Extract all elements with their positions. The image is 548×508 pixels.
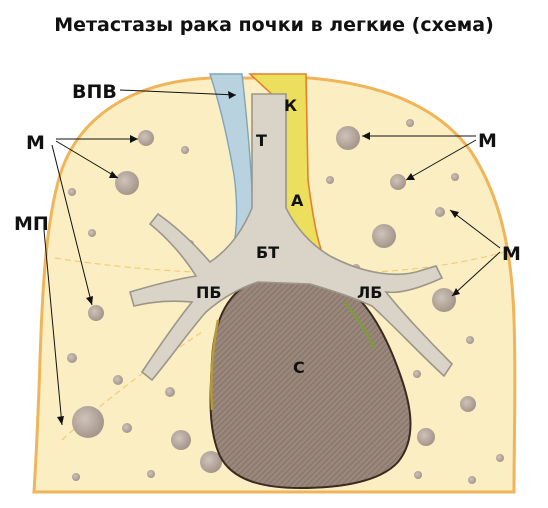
metastasis	[460, 396, 476, 412]
label-mp: МП	[14, 213, 49, 235]
label-m-left: М	[26, 132, 45, 154]
label-bt: БТ	[256, 243, 279, 262]
metastasis	[88, 229, 96, 237]
metastasis	[72, 473, 80, 481]
metastasis	[122, 423, 132, 433]
metastasis	[336, 126, 360, 150]
metastasis	[466, 336, 474, 344]
metastasis	[406, 119, 414, 127]
metastasis	[435, 207, 445, 217]
metastasis	[68, 188, 76, 196]
metastasis	[414, 471, 422, 479]
leader-lines	[43, 89, 501, 426]
label-t: Т	[256, 131, 267, 150]
metastasis	[147, 470, 155, 478]
label-pb: ПБ	[196, 283, 222, 302]
metastasis	[390, 174, 406, 190]
lung-fissure-left	[54, 257, 196, 273]
metastasis	[468, 476, 476, 484]
metastasis	[413, 370, 421, 378]
metastasis	[165, 387, 175, 397]
metastasis	[451, 173, 459, 181]
metastasis	[113, 375, 123, 385]
label-m-right-mid: М	[502, 243, 521, 265]
metastasis	[171, 430, 191, 450]
trachea-bronchi	[129, 93, 454, 382]
metastasis	[372, 224, 396, 248]
diagram-title: Метастазы рака почки в легкие (схема)	[54, 14, 494, 36]
heart-rim	[343, 301, 376, 349]
label-s: С	[293, 358, 305, 377]
metastasis	[88, 305, 104, 321]
label-m-right-top: М	[478, 130, 497, 152]
metastasis	[326, 176, 334, 184]
metastasis	[432, 288, 456, 312]
metastasis	[181, 146, 189, 154]
heart-rim-left	[210, 319, 220, 411]
metastasis	[200, 451, 222, 473]
lung-fissure-right	[371, 249, 513, 273]
metastasis	[496, 454, 504, 462]
metastasis	[67, 353, 77, 363]
metastasis	[72, 406, 104, 438]
metastasis	[417, 428, 435, 446]
label-vpv: ВПВ	[72, 81, 117, 103]
label-a: А	[291, 191, 304, 210]
metastasis	[138, 130, 154, 146]
metastasis	[115, 171, 139, 195]
metastases	[67, 119, 504, 487]
label-k: К	[284, 96, 297, 115]
label-lb: ЛБ	[357, 283, 382, 302]
